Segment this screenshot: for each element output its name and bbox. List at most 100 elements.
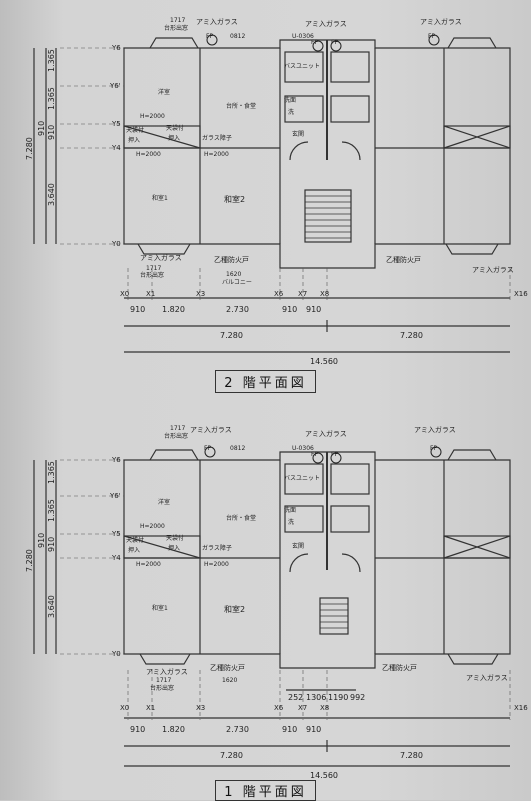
genkan-1f: 玄関 xyxy=(292,542,304,550)
axis-x8: X8 xyxy=(320,290,329,298)
tenbukuro: 天袋付 xyxy=(126,126,144,134)
left-total-1: 910 xyxy=(37,121,46,136)
plan-title-2f: 2 階平面図 xyxy=(0,370,531,393)
left-dim-3-1f: 910 xyxy=(47,537,56,552)
bath-label: バスユニット xyxy=(284,63,320,70)
fp-label-4-1f: FP xyxy=(430,445,437,452)
left-dim-4-1f: 3.640 xyxy=(47,595,56,618)
genkan: 玄関 xyxy=(292,130,304,138)
axis-y6: Y6 xyxy=(111,44,121,52)
fp-label-3: FP xyxy=(331,39,338,46)
kitchen-1f: 台所・食堂 xyxy=(226,514,256,522)
left-dim-4: 3.640 xyxy=(47,183,56,206)
bottom-mid-1: 7.280 xyxy=(220,331,243,340)
left-dim-2-1f: 1.365 xyxy=(47,499,56,522)
senmen: 洗面 xyxy=(284,96,296,104)
code-top-1f: 0812 xyxy=(230,445,245,452)
youshitsu-1f: 洋室 xyxy=(158,498,170,506)
glass-door-1f: ガラス障子 xyxy=(202,544,232,552)
plan-title-1f: 1 階平面図 xyxy=(0,780,531,801)
bottom-total-1f: 14.560 xyxy=(310,771,338,780)
oshiire2-1f: 押入 xyxy=(168,544,180,552)
otsu-r-1f: 乙種防火戸 xyxy=(382,663,417,672)
axis-x16-1f: X16 xyxy=(514,704,528,712)
h-top: H=2000 xyxy=(140,113,165,120)
axis-y6-1f: Y6 xyxy=(111,456,121,464)
axis-y0: Y0 xyxy=(111,240,121,248)
bay-window-bottom-left xyxy=(137,243,191,255)
axis-x3: X3 xyxy=(196,290,205,298)
entrance-dim-4: 992 xyxy=(350,693,365,702)
bottom-dim-5: 910 xyxy=(306,305,321,314)
bath-label-1f: バスユニット xyxy=(284,475,320,482)
axis-y4: Y4 xyxy=(111,144,121,152)
bottom-dim-4-1f: 910 xyxy=(282,725,297,734)
glass-top-c-1f: アミ入ガラス xyxy=(305,429,347,438)
door-name-tl: 台形出窓 xyxy=(164,24,188,32)
bottom-dim-1-1f: 910 xyxy=(130,725,145,734)
bay-window-top-left xyxy=(149,37,199,49)
washitsu1: 和室1 xyxy=(152,194,168,202)
senmen-1f: 洗面 xyxy=(284,506,296,514)
axis-y0-1f: Y0 xyxy=(111,650,121,658)
oshiire2: 押入 xyxy=(168,134,180,142)
oshiire: 押入 xyxy=(128,136,140,144)
plan-title-2f-text: 2 階平面図 xyxy=(215,370,316,393)
glass-tl-1f: アミ入ガラス xyxy=(190,425,232,434)
axis-x16: X16 xyxy=(514,290,528,298)
tenbukuro2-1f: 天袋付 xyxy=(166,534,184,542)
youshitsu: 洋室 xyxy=(158,88,170,96)
h-mid2: H=2000 xyxy=(204,151,229,158)
axis-y6p: Y6' xyxy=(109,82,121,90)
floor-plan-2f: 1717 台形出窓 アミ入ガラス FP 0812 アミ入ガラス U-0306 F… xyxy=(25,17,528,366)
outer-wall xyxy=(123,39,511,269)
left-total-2: 7.280 xyxy=(25,137,34,160)
glass-tl: アミ入ガラス xyxy=(196,17,238,26)
code-top: 0812 xyxy=(230,33,245,40)
glass-top-c: アミ入ガラス xyxy=(305,19,347,28)
plan-title-1f-text: 1 階平面図 xyxy=(215,780,316,801)
axis-x3-1f: X3 xyxy=(196,704,205,712)
washitsu1-1f: 和室1 xyxy=(152,604,168,612)
door-code-tl: 1717 xyxy=(170,17,185,24)
door-name-bl-1f: 台形出窓 xyxy=(150,684,174,692)
axis-x1-1f: X1 xyxy=(146,704,155,712)
sen: 洗 xyxy=(288,108,294,116)
axis-x1: X1 xyxy=(146,290,155,298)
axis-x7: X7 xyxy=(298,290,307,298)
unit-code-1f: U-0306 xyxy=(292,445,314,452)
washitsu2: 和室2 xyxy=(224,194,245,204)
bottom-mid-1-1f: 7.280 xyxy=(220,751,243,760)
axis-x6-1f: X6 xyxy=(274,704,284,712)
entrance-dim-3: 1190 xyxy=(328,693,348,702)
left-dim-1-1f: 1.365 xyxy=(47,461,56,484)
left-dim-1: 1.365 xyxy=(47,49,56,72)
unit-code: U-0306 xyxy=(292,33,314,40)
axis-x7-1f: X7 xyxy=(298,704,307,712)
washitsu2-1f: 和室2 xyxy=(224,604,245,614)
h-mid: H=2000 xyxy=(136,151,161,158)
otsu-r: 乙種防火戸 xyxy=(386,255,421,264)
kitchen: 台所・食堂 xyxy=(226,102,256,110)
h-mid-1f: H=2000 xyxy=(136,561,161,568)
bottom-dim-5-1f: 910 xyxy=(306,725,321,734)
left-total-2-1f: 7.280 xyxy=(25,549,34,572)
axis-x0: X0 xyxy=(120,290,129,298)
glass-door: ガラス障子 xyxy=(202,134,232,142)
axis-y5: Y5 xyxy=(111,120,121,128)
floor-plan-1f: 1717 台形出窓 アミ入ガラス FP 0812 アミ入ガラス U-0306 F… xyxy=(25,425,528,780)
bay-window-top-right xyxy=(447,37,497,49)
left-dim-2: 1.365 xyxy=(47,87,56,110)
bottom-dim-1: 910 xyxy=(130,305,145,314)
bottom-total: 14.560 xyxy=(310,357,338,366)
axis-x6: X6 xyxy=(274,290,284,298)
fp-label-2: FP xyxy=(311,39,318,46)
entrance-dim-2: 1306 xyxy=(306,693,326,702)
glass-br: アミ入ガラス xyxy=(472,265,514,274)
axis-y5-1f: Y5 xyxy=(111,530,121,538)
axis-x0-1f: X0 xyxy=(120,704,129,712)
glass-tr: アミ入ガラス xyxy=(420,17,462,26)
sen-1f: 洗 xyxy=(288,518,294,526)
glass-tr-1f: アミ入ガラス xyxy=(414,425,456,434)
